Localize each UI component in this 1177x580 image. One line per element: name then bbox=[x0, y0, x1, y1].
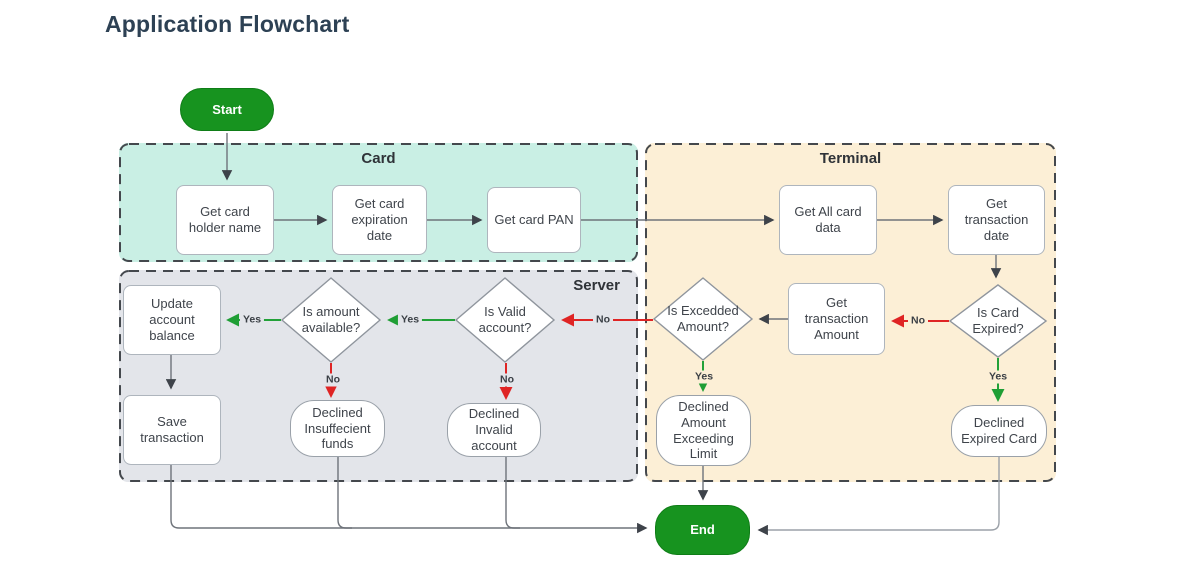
node-save-transaction-label: Save transaction bbox=[140, 414, 204, 445]
region-terminal-label: Terminal bbox=[819, 150, 882, 167]
node-declined-invalid-account-label: Declined Invalid account bbox=[468, 406, 520, 453]
edge-declexpired-to-end bbox=[757, 457, 1000, 536]
node-declined-insuffecient-funds: Declined Insuffecient funds bbox=[290, 400, 385, 457]
node-is-amount-available-label: Is amount available? bbox=[301, 304, 361, 335]
edge-label-excedded-amount-yes: Yes bbox=[691, 370, 717, 384]
node-get-all-card-data-label: Get All card data bbox=[794, 204, 862, 235]
edge-invalid-to-end bbox=[505, 457, 520, 529]
node-start-label: Start bbox=[212, 101, 242, 117]
node-declined-expired-card-label: Declined Expired Card bbox=[961, 415, 1037, 446]
edge-label-valid-account-no: No bbox=[497, 373, 517, 387]
node-is-amount-available: Is amount available? bbox=[281, 277, 381, 363]
diamond-shape bbox=[653, 277, 753, 361]
node-get-transaction-date: Get transaction date bbox=[948, 185, 1045, 255]
node-start: Start bbox=[180, 88, 274, 131]
node-get-card-holder-name: Get card holder name bbox=[176, 185, 274, 255]
node-get-card-expiration-date-label: Get card expiration date bbox=[351, 196, 408, 243]
node-declined-invalid-account: Declined Invalid account bbox=[447, 403, 541, 457]
node-declined-amount-exceeding-limit-label: Declined Amount Exceeding Limit bbox=[673, 398, 734, 462]
node-get-card-pan-label: Get card PAN bbox=[494, 212, 574, 228]
node-get-card-holder-name-label: Get card holder name bbox=[188, 204, 262, 235]
node-get-transaction-amount: Get transaction Amount bbox=[788, 283, 885, 355]
region-terminal-border bbox=[645, 143, 1056, 482]
node-save-transaction: Save transaction bbox=[123, 395, 221, 465]
node-is-excedded-amount: Is Excedded Amount? bbox=[653, 277, 753, 361]
node-end-label: End bbox=[690, 522, 715, 538]
node-declined-insuffecient-funds-label: Declined Insuffecient funds bbox=[304, 404, 371, 452]
region-card-label: Card bbox=[361, 150, 396, 167]
node-is-excedded-amount-label: Is Excedded Amount? bbox=[667, 303, 739, 334]
diamond-shape bbox=[281, 277, 381, 363]
node-get-transaction-date-label: Get transaction date bbox=[964, 196, 1029, 243]
node-is-valid-account: Is Valid account? bbox=[455, 277, 555, 363]
node-declined-expired-card: Declined Expired Card bbox=[951, 405, 1047, 457]
region-server-label: Server bbox=[573, 277, 620, 294]
node-get-card-pan: Get card PAN bbox=[487, 187, 581, 253]
edge-save-to-end bbox=[170, 465, 648, 534]
edge-label-excedded-amount-no: No bbox=[593, 313, 613, 327]
node-update-account-balance: Update account balance bbox=[123, 285, 221, 355]
edge-funds-to-end bbox=[337, 457, 352, 529]
node-update-account-balance-label: Update account balance bbox=[149, 296, 195, 343]
node-get-card-expiration-date: Get card expiration date bbox=[332, 185, 427, 255]
region-server-border bbox=[119, 270, 638, 482]
node-get-transaction-amount-label: Get transaction Amount bbox=[804, 295, 869, 342]
node-get-all-card-data: Get All card data bbox=[779, 185, 877, 255]
node-is-valid-account-label: Is Valid account? bbox=[478, 304, 532, 335]
edge-label-card-expired-no: No bbox=[908, 314, 928, 328]
node-is-card-expired-label: Is Card Expired? bbox=[972, 305, 1024, 336]
node-is-card-expired: Is Card Expired? bbox=[949, 284, 1047, 358]
diamond-shape bbox=[949, 284, 1047, 358]
region-card-border bbox=[119, 143, 638, 262]
page-title: Application Flowchart bbox=[105, 11, 350, 37]
edge-label-amount-available-no: No bbox=[323, 373, 343, 387]
diamond-shape bbox=[455, 277, 555, 363]
node-declined-amount-exceeding-limit: Declined Amount Exceeding Limit bbox=[656, 395, 751, 466]
node-end: End bbox=[655, 505, 750, 555]
edge-label-valid-account-yes: Yes bbox=[397, 313, 423, 327]
edge-label-amount-available-yes: Yes bbox=[239, 313, 265, 327]
edge-label-card-expired-yes: Yes bbox=[985, 370, 1011, 384]
